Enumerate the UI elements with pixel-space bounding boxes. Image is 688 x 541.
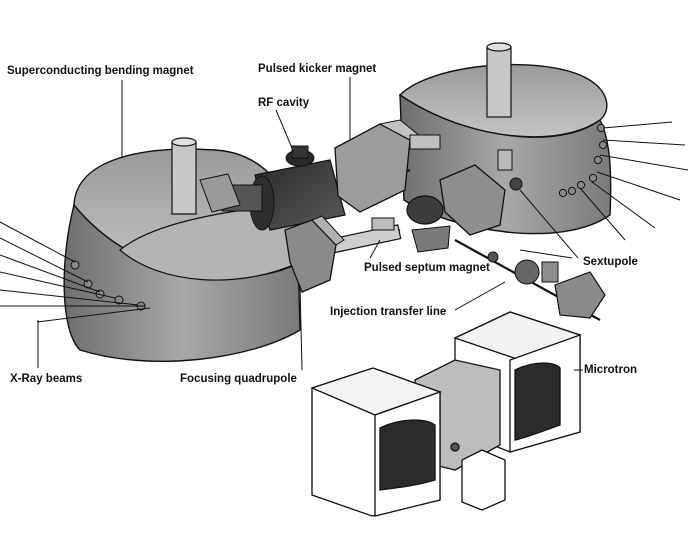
label-pulsed-kicker-magnet: Pulsed kicker magnet	[258, 63, 377, 75]
leader-lines	[37, 77, 583, 371]
focusing-quadrupole-left	[199, 173, 345, 293]
xray-beam-lines	[0, 121, 688, 323]
left-bending-magnet	[63, 137, 301, 362]
label-pulsed-septum-magnet: Pulsed septum magnet	[364, 262, 490, 274]
injection-transfer-line	[454, 239, 606, 321]
pulsed-kicker-magnet	[334, 119, 441, 213]
label-injection-transfer-line: Injection transfer line	[330, 306, 447, 318]
microtron	[310, 311, 582, 517]
label-sextupole: Sextupole	[583, 256, 638, 268]
label-superconducting-bending-magnet: Superconducting bending magnet	[7, 65, 194, 77]
label-focusing-quadrupole: Focusing quadrupole	[180, 373, 297, 385]
pulsed-septum-magnet	[371, 195, 451, 253]
label-xray-beams: X-Ray beams	[10, 373, 83, 385]
label-rf-cavity: RF cavity	[258, 97, 310, 109]
rf-cavity	[221, 145, 346, 231]
label-microtron: Microtron	[584, 364, 638, 376]
sextupole	[439, 149, 523, 236]
